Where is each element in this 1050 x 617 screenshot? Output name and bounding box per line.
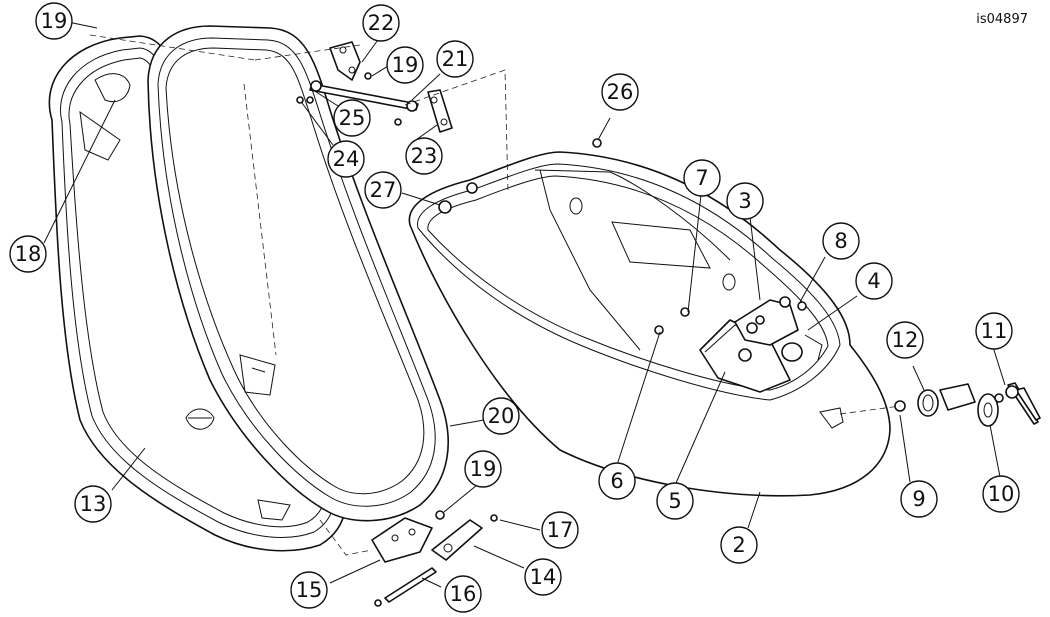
callout-8: 8 bbox=[822, 222, 860, 260]
svg-text:19: 19 bbox=[41, 9, 68, 33]
callout-18: 18 bbox=[9, 235, 47, 273]
svg-text:26: 26 bbox=[607, 80, 634, 104]
callout-2: 2 bbox=[720, 526, 758, 564]
figure-reference-id: is04897 bbox=[976, 12, 1028, 27]
callout-11: 11 bbox=[975, 312, 1013, 350]
callout-26: 26 bbox=[601, 73, 639, 111]
svg-text:16: 16 bbox=[450, 582, 477, 606]
callout-21: 21 bbox=[436, 40, 474, 78]
callout-19-bottom: 19 bbox=[464, 450, 502, 488]
leader-lines bbox=[43, 21, 1006, 588]
svg-text:11: 11 bbox=[981, 319, 1008, 343]
svg-text:19: 19 bbox=[392, 53, 419, 77]
callout-12: 12 bbox=[886, 321, 924, 359]
svg-text:3: 3 bbox=[738, 189, 751, 213]
callout-19-top-left: 19 bbox=[35, 2, 73, 40]
callout-17: 17 bbox=[541, 511, 579, 549]
lock-assembly bbox=[894, 382, 1041, 427]
svg-text:6: 6 bbox=[610, 469, 623, 493]
svg-text:25: 25 bbox=[339, 106, 366, 130]
svg-text:7: 7 bbox=[695, 166, 708, 190]
svg-text:12: 12 bbox=[892, 328, 919, 352]
svg-text:13: 13 bbox=[80, 492, 107, 516]
callout-15: 15 bbox=[290, 571, 328, 609]
callout-7: 7 bbox=[683, 159, 721, 197]
svg-text:17: 17 bbox=[547, 518, 574, 542]
svg-text:27: 27 bbox=[370, 178, 397, 202]
svg-text:18: 18 bbox=[15, 242, 42, 266]
svg-text:4: 4 bbox=[867, 269, 880, 293]
assembly-lines bbox=[89, 34, 901, 556]
lid-stay-hardware bbox=[296, 41, 602, 214]
svg-text:20: 20 bbox=[488, 404, 515, 428]
callout-16: 16 bbox=[444, 575, 482, 613]
callout-25: 25 bbox=[333, 99, 371, 137]
svg-text:14: 14 bbox=[530, 565, 557, 589]
callout-19-top-center: 19 bbox=[386, 46, 424, 84]
lid-gasket bbox=[147, 25, 449, 522]
callout-9: 9 bbox=[900, 480, 938, 518]
callout-4: 4 bbox=[855, 262, 893, 300]
callout-22: 22 bbox=[362, 4, 400, 42]
svg-text:23: 23 bbox=[411, 144, 438, 168]
callout-27: 27 bbox=[364, 171, 402, 209]
svg-text:21: 21 bbox=[442, 47, 469, 71]
svg-text:9: 9 bbox=[912, 487, 925, 511]
saddlebag-case bbox=[408, 151, 891, 497]
callout-10: 10 bbox=[982, 475, 1020, 513]
svg-text:22: 22 bbox=[368, 11, 395, 35]
callout-14: 14 bbox=[524, 558, 562, 596]
svg-text:19: 19 bbox=[470, 457, 497, 481]
svg-text:24: 24 bbox=[333, 147, 360, 171]
callout-24: 24 bbox=[327, 140, 365, 178]
callout-13: 13 bbox=[74, 485, 112, 523]
svg-text:10: 10 bbox=[988, 482, 1015, 506]
callout-5: 5 bbox=[656, 482, 694, 520]
svg-text:5: 5 bbox=[668, 489, 681, 513]
svg-text:15: 15 bbox=[296, 578, 323, 602]
hinge-assembly bbox=[371, 510, 498, 607]
svg-text:8: 8 bbox=[834, 229, 847, 253]
callout-6: 6 bbox=[598, 462, 636, 500]
callout-20: 20 bbox=[482, 397, 520, 435]
callout-23: 23 bbox=[405, 137, 443, 175]
callout-3: 3 bbox=[726, 182, 764, 220]
svg-text:2: 2 bbox=[732, 533, 745, 557]
